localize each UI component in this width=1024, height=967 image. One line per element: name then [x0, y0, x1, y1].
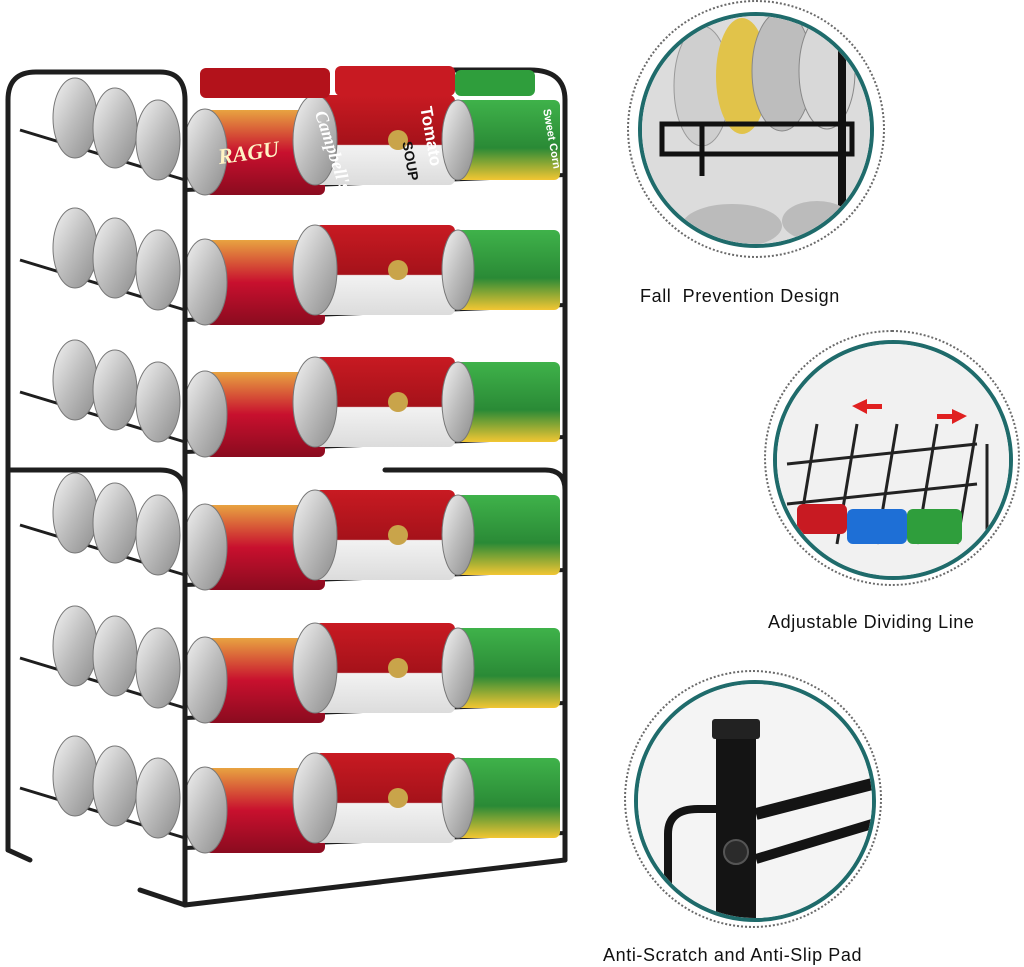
feature-caption: Fall Prevention Design — [640, 286, 840, 306]
feature-fall-prevention: Fall Prevention Design — [600, 0, 1024, 320]
anti-slip-pad-icon — [634, 680, 876, 922]
fall-prevention-guard-icon — [638, 12, 874, 248]
feature-adjustable-divider: Adjustable Dividing Line — [600, 320, 1024, 650]
feature-caption: Anti-Scratch and Anti-Slip Pad — [603, 945, 863, 965]
feature-caption: Adjustable Dividing Line — [768, 612, 975, 632]
feature-anti-slip-pad: Anti-Scratch and Anti-Slip Pad — [600, 650, 1024, 967]
feature-ring — [627, 0, 885, 258]
adjustable-divider-icon — [773, 340, 1013, 580]
product-photo-can-rack — [5, 66, 568, 908]
feature-ring — [764, 330, 1020, 586]
feature-ring — [624, 670, 882, 928]
